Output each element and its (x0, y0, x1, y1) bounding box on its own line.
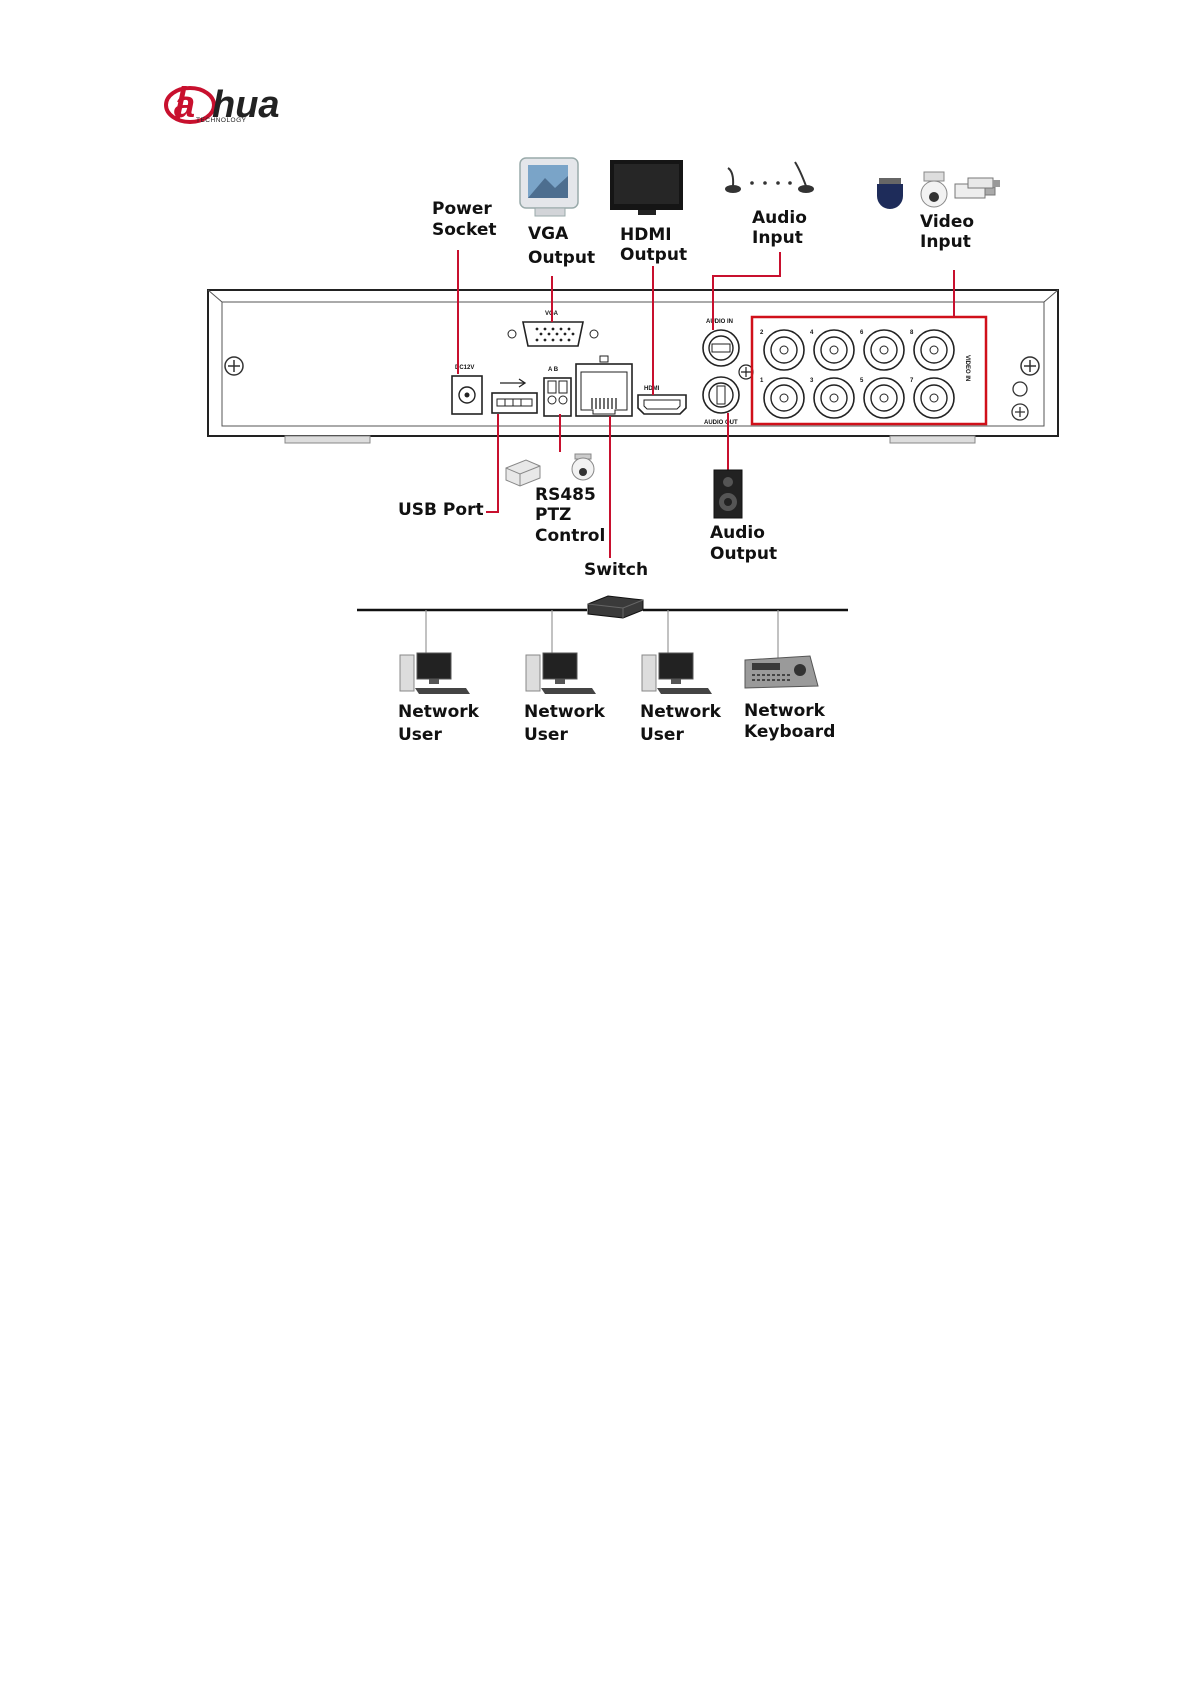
usb-drive-icon (506, 460, 540, 486)
video-in-marking: VIDEO IN (964, 355, 970, 381)
box-camera-icon (955, 178, 1000, 198)
microphone-icon (725, 162, 814, 193)
audio-output-label-1: Audio (710, 523, 765, 543)
crt-monitor-icon (520, 158, 578, 216)
ptz-camera-small-icon (572, 454, 594, 480)
desktop-pc-icon (400, 653, 470, 694)
power-socket-label-2: Socket (432, 220, 497, 240)
audio-input-label-2: Input (752, 228, 803, 248)
lcd-tv-icon (610, 160, 683, 215)
dome-camera-icon (877, 178, 903, 209)
hdmi-output-label-2: Output (620, 245, 687, 265)
usb-port-label: USB Port (398, 500, 484, 520)
power-socket-label-1: Power (432, 199, 492, 219)
audio-in-marking: AUDIO IN (706, 319, 733, 325)
switch-label: Switch (584, 560, 648, 580)
network-user-2-label-2: User (524, 725, 568, 745)
network-user-1-label-2: User (398, 725, 442, 745)
hdmi-port-marking: HDMI (644, 386, 660, 392)
vga-output-label-2: Output (528, 248, 595, 268)
rs485-label-2: PTZ (535, 505, 571, 525)
desktop-pc-icon (642, 653, 712, 694)
speaker-icon (714, 470, 742, 518)
logo-subtitle: TECHNOLOGY (196, 117, 247, 124)
network-switch-icon (588, 596, 643, 618)
audio-input-label-1: Audio (752, 208, 807, 228)
keyboard-controller-icon (745, 656, 818, 688)
dvr-rear-panel (208, 290, 1058, 443)
network-keyboard-label-1: Network (744, 701, 826, 721)
video-input-label-2: Input (920, 232, 971, 252)
network-user-3-label-2: User (640, 725, 684, 745)
network-user-3-label-1: Network (640, 702, 722, 722)
audio-out-marking: AUDIO OUT (704, 420, 738, 426)
video-input-label-1: Video (920, 212, 974, 232)
network-user-2-label-1: Network (524, 702, 606, 722)
rs485-port-marking: A B (548, 367, 559, 373)
network-keyboard-label-2: Keyboard (744, 722, 835, 742)
hdmi-output-label-1: HDMI (620, 225, 672, 245)
ethernet-port (576, 356, 632, 416)
ptz-camera-icon (921, 172, 947, 207)
desktop-pc-icon (526, 653, 596, 694)
audio-output-label-2: Output (710, 544, 777, 564)
dahua-logo: a hua TECHNOLOGY (166, 84, 280, 126)
rs485-label-1: RS485 (535, 485, 596, 505)
network-user-1-label-1: Network (398, 702, 480, 722)
rs485-label-3: Control (535, 526, 605, 546)
vga-output-label-1: VGA (528, 224, 569, 244)
